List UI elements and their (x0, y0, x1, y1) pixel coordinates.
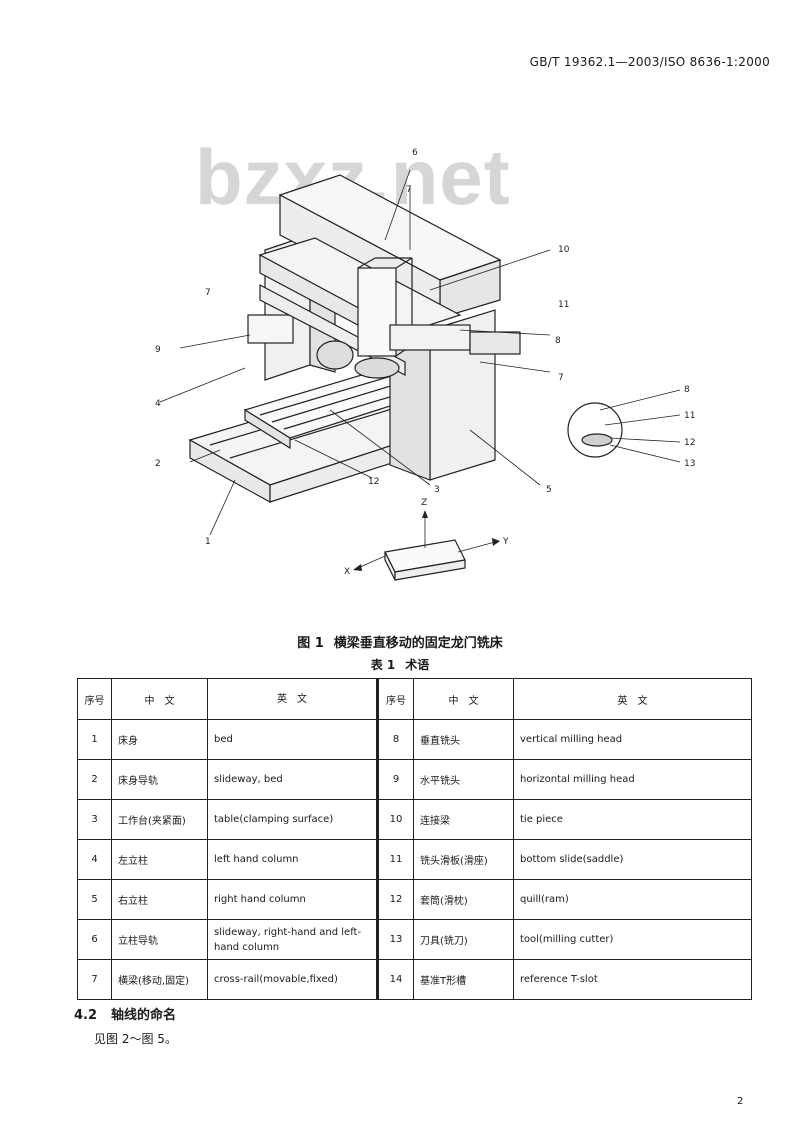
cell-en: right hand column (207, 879, 378, 920)
figure-caption: 图 1 横梁垂直移动的固定龙门铣床 (0, 632, 800, 651)
cell-zh2: 套筒(滑枕) (413, 879, 514, 920)
cell-en2: horizontal milling head (513, 759, 752, 800)
cell-en2: tie piece (513, 799, 752, 840)
figure-caption-title: 横梁垂直移动的固定龙门铣床 (333, 636, 503, 651)
table-row: 4 左立柱 left hand column 11 铣头滑板(滑座) botto… (77, 839, 752, 880)
cell-en2: bottom slide(saddle) (513, 839, 752, 880)
cell-zh2: 基准T形槽 (413, 959, 514, 1000)
cell-zh: 横梁(移动,固定) (111, 959, 208, 1000)
header-zh: 中 文 (111, 678, 208, 720)
callout-2: 2 (155, 459, 161, 469)
cell-no2: 10 (376, 799, 414, 840)
terms-table: 序号 中 文 英 文 序号 中 文 英 文 1 床身 bed 8 垂直铣头 ve… (77, 678, 752, 1000)
cell-en: slideway, right-hand and left-hand colum… (207, 919, 378, 960)
section-body: 见图 2～图 5。 (94, 1032, 177, 1046)
cell-en2: tool(milling cutter) (513, 919, 752, 960)
detail-callout-11: 11 (684, 411, 695, 421)
milling-machine-figure: 6 7 10 11 8 7 7 9 4 2 1 3 12 5 8 11 12 1… (155, 148, 695, 581)
cell-zh2: 垂直铣头 (413, 719, 514, 760)
callout-1: 1 (205, 537, 211, 547)
cell-no: 5 (77, 879, 112, 920)
callout-5: 5 (546, 485, 552, 495)
detail-callout-13: 13 (684, 459, 695, 469)
section-number: 4.2 (74, 1008, 98, 1023)
cell-en: bed (207, 719, 378, 760)
header-en2: 英 文 (513, 678, 752, 720)
section-heading: 4.2 轴线的命名 (74, 1004, 176, 1023)
detail-callout-12: 12 (684, 438, 695, 448)
cell-zh2: 铣头滑板(滑座) (413, 839, 514, 880)
header-no2: 序号 (376, 678, 414, 720)
cell-zh2: 连接梁 (413, 799, 514, 840)
header-zh2: 中 文 (413, 678, 514, 720)
cell-no2: 8 (376, 719, 414, 760)
callout-12: 12 (368, 477, 379, 487)
figure-caption-number: 图 1 (297, 636, 324, 651)
cell-zh: 工作台(夹紧面) (111, 799, 208, 840)
table-row: 6 立柱导轨 slideway, right-hand and left-han… (77, 919, 752, 960)
cell-no2: 14 (376, 959, 414, 1000)
axis-label-y: Y (502, 537, 509, 547)
cell-zh: 立柱导轨 (111, 919, 208, 960)
callout-11: 11 (558, 300, 569, 310)
header-no: 序号 (77, 678, 112, 720)
table-row: 1 床身 bed 8 垂直铣头 vertical milling head (77, 719, 752, 760)
page-number: 2 (737, 1096, 744, 1107)
callout-7-top: 7 (406, 185, 412, 195)
callout-6: 6 (412, 148, 418, 158)
table-row: 3 工作台(夹紧面) table(clamping surface) 10 连接… (77, 799, 752, 840)
cell-zh2: 水平铣头 (413, 759, 514, 800)
cell-no: 4 (77, 839, 112, 880)
cell-en: cross-rail(movable,fixed) (207, 959, 378, 1000)
cell-no2: 13 (376, 919, 414, 960)
callout-4: 4 (155, 399, 161, 409)
cell-en: left hand column (207, 839, 378, 880)
table-row: 5 右立柱 right hand column 12 套筒(滑枕) quill(… (77, 879, 752, 920)
cell-en: table(clamping surface) (207, 799, 378, 840)
table-row: 7 横梁(移动,固定) cross-rail(movable,fixed) 14… (77, 959, 752, 1000)
section-title: 轴线的命名 (111, 1008, 177, 1023)
cell-no: 7 (77, 959, 112, 1000)
page-header: GB/T 19362.1—2003/ISO 8636-1:2000 (529, 55, 770, 69)
table-row: 2 床身导轨 slideway, bed 9 水平铣头 horizontal m… (77, 759, 752, 800)
cell-zh: 左立柱 (111, 839, 208, 880)
axis-label-x: X (344, 567, 350, 577)
header-en: 英 文 (207, 678, 378, 720)
table-caption: 表 1 术语 (0, 656, 800, 673)
cell-zh: 床身 (111, 719, 208, 760)
cell-zh2: 刀具(铣刀) (413, 919, 514, 960)
cell-no: 1 (77, 719, 112, 760)
table-header-row: 序号 中 文 英 文 序号 中 文 英 文 (77, 678, 752, 720)
cell-no2: 11 (376, 839, 414, 880)
axis-label-z: Z (421, 498, 427, 508)
cell-no2: 9 (376, 759, 414, 800)
callout-7-left: 7 (205, 288, 211, 298)
cell-no: 2 (77, 759, 112, 800)
cell-en2: quill(ram) (513, 879, 752, 920)
callout-8: 8 (555, 336, 561, 346)
cell-zh: 右立柱 (111, 879, 208, 920)
callout-10: 10 (558, 245, 570, 255)
callout-7: 7 (558, 373, 564, 383)
cell-no: 3 (77, 799, 112, 840)
detail-callout-8: 8 (684, 385, 690, 395)
callout-3: 3 (434, 485, 440, 495)
cell-no2: 12 (376, 879, 414, 920)
cell-en2: reference T-slot (513, 959, 752, 1000)
callout-9: 9 (155, 345, 161, 355)
cell-en2: vertical milling head (513, 719, 752, 760)
table-caption-number: 表 1 (370, 658, 396, 672)
cell-en: slideway, bed (207, 759, 378, 800)
cell-zh: 床身导轨 (111, 759, 208, 800)
cell-no: 6 (77, 919, 112, 960)
table-caption-title: 术语 (405, 658, 430, 672)
